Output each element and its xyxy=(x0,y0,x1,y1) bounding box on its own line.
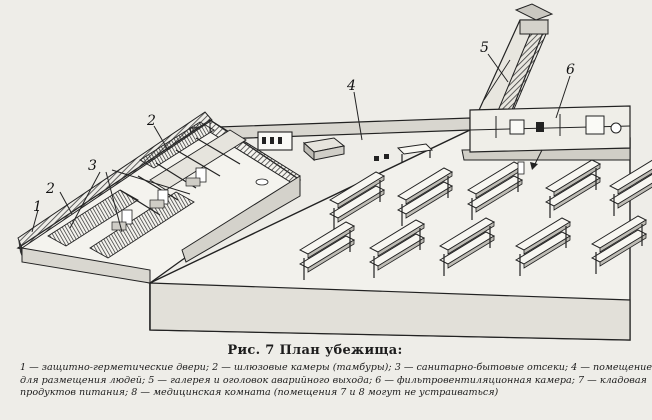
callout-2a: 2 xyxy=(45,181,55,197)
left-wing-airlocks xyxy=(16,111,302,284)
callout-4: 4 xyxy=(346,78,356,94)
bunk xyxy=(298,221,356,280)
airflow-arrow xyxy=(517,149,543,175)
callout-labels: 1 2 2 3 4 5 6 xyxy=(33,40,575,215)
filter-ventilation-chamber xyxy=(469,105,631,153)
figure-legend: 1 — защитно-герметические двери; 2 — шлю… xyxy=(20,362,652,400)
callout-leaders xyxy=(31,53,571,233)
bunk xyxy=(438,217,496,276)
rear-equipment xyxy=(257,131,434,162)
legend-line-1: 1 — защитно-герметические двери; 2 — шлю… xyxy=(20,362,652,373)
bunk-rows xyxy=(298,159,652,280)
bunk xyxy=(608,159,652,216)
bunk xyxy=(368,219,426,278)
shelter-plan-diagram: 1 2 2 3 4 5 6 xyxy=(16,3,652,341)
callout-2b: 2 xyxy=(146,113,156,129)
callout-3: 3 xyxy=(88,158,97,174)
legend-line-3: продуктов питания; 8 — медицинская комна… xyxy=(20,387,499,398)
figure-title: Рис. 7 План убежища: xyxy=(227,343,403,358)
callout-6: 6 xyxy=(566,62,575,78)
callout-1: 1 xyxy=(33,199,42,215)
bunk xyxy=(514,217,572,276)
legend-line-2: для размещения людей; 5 — галерея и огол… xyxy=(20,374,647,386)
bunk xyxy=(544,159,602,218)
callout-5: 5 xyxy=(480,40,489,56)
bunk xyxy=(328,171,386,230)
bunk xyxy=(396,167,454,226)
bunk xyxy=(466,161,524,220)
bunk xyxy=(590,215,648,274)
